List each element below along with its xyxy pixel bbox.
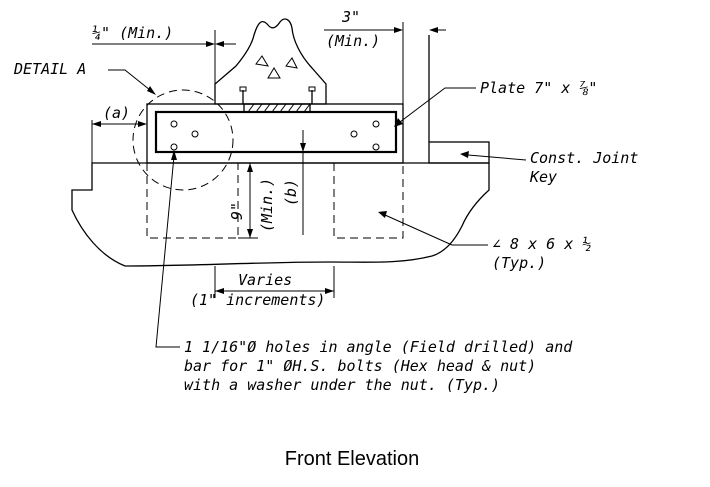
- post-mark-3: [285, 57, 298, 69]
- const-joint-key-label-2: Key: [529, 168, 557, 186]
- plate-label: Plate 7" x ⅞": [480, 79, 597, 97]
- varies-label: Varies: [238, 271, 292, 289]
- plate-bar: [154, 110, 398, 154]
- plate-leader: [399, 87, 476, 123]
- detail-a-circle: [132, 89, 234, 191]
- three-min-arrowhead-1: [394, 27, 403, 33]
- nine-min-label: 9": [228, 202, 246, 220]
- a-arrowhead-left: [92, 121, 101, 127]
- varies-arrowhead-right: [325, 288, 334, 294]
- a-label: (a): [103, 104, 130, 122]
- b-label: (b): [282, 179, 300, 206]
- anchor-bolt-head-left: [239, 86, 247, 92]
- bolt-note-leader: [155, 155, 180, 348]
- three-min-label-2: (Min.): [326, 32, 380, 50]
- const-joint-key-label: Const. Joint: [530, 149, 638, 167]
- increments-label: (1" increments): [190, 291, 325, 309]
- angle-leader-diag: [384, 214, 453, 246]
- post-mark-2: [267, 67, 281, 79]
- a-arrowhead-right: [138, 121, 147, 127]
- embedded-angle-legs: [146, 104, 404, 239]
- three-min-label: 3": [341, 8, 360, 26]
- quarter-min-arrowhead-right: [215, 41, 224, 47]
- plate-arrowhead: [394, 118, 403, 127]
- anchor-bolt-head-right: [308, 86, 316, 92]
- const-joint-key-leader: [467, 154, 527, 161]
- nine-min-arrowhead-top: [247, 163, 253, 172]
- quarter-min-label: ¼" (Min.): [92, 24, 173, 42]
- quarter-min-arrowhead-left: [206, 41, 215, 47]
- post-mark-1: [255, 55, 269, 67]
- post-upper: [214, 18, 327, 105]
- b-arrowhead: [300, 143, 306, 152]
- bolt-note-line-2: bar for 1" ØH.S. bolts (Hex head & nut): [184, 357, 536, 375]
- const-joint-key-arrowhead: [460, 151, 469, 158]
- drawing-caption: Front Elevation: [285, 448, 420, 470]
- concrete-base-outline: [71, 162, 490, 267]
- varies-arrowhead-left: [215, 288, 224, 294]
- detail-a-label: DETAIL A: [13, 60, 86, 78]
- three-min-arrowhead-2: [429, 27, 438, 33]
- detail-a-leader: [108, 69, 151, 91]
- angle-label-2: (Typ.): [492, 254, 546, 272]
- plate-hatching: [247, 103, 311, 113]
- angle-arrowhead: [378, 211, 387, 218]
- bolt-note-line-1: 1 1/16"Ø holes in angle (Field drilled) …: [184, 338, 573, 356]
- bolt-holes: [170, 120, 380, 151]
- construction-joint-key: [428, 141, 490, 164]
- nine-min-arrowhead-bottom: [247, 229, 253, 238]
- bolt-note-line-3: with a washer under the nut. (Typ.): [184, 376, 500, 394]
- angle-label: ∠ 8 x 6 x ½: [492, 235, 591, 253]
- bolt-note-arrowhead: [171, 150, 177, 160]
- detail-a-arrowhead: [147, 86, 156, 95]
- nine-min-label-2: (Min.): [258, 178, 276, 232]
